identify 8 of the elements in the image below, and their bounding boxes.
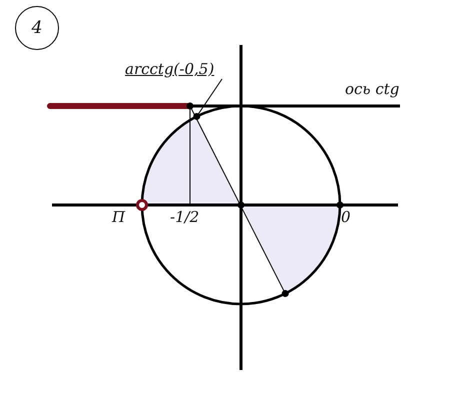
angle-label: arcctg(-0,5) [125,60,214,78]
point-label: П [112,208,126,226]
tick-label: -1/2 [170,208,200,226]
tick-label: 0 [341,208,351,226]
number-circle: 4 [15,6,59,50]
point-dot [193,112,200,120]
leader-line [196,78,222,117]
axis-label: ось ctg [345,80,400,98]
